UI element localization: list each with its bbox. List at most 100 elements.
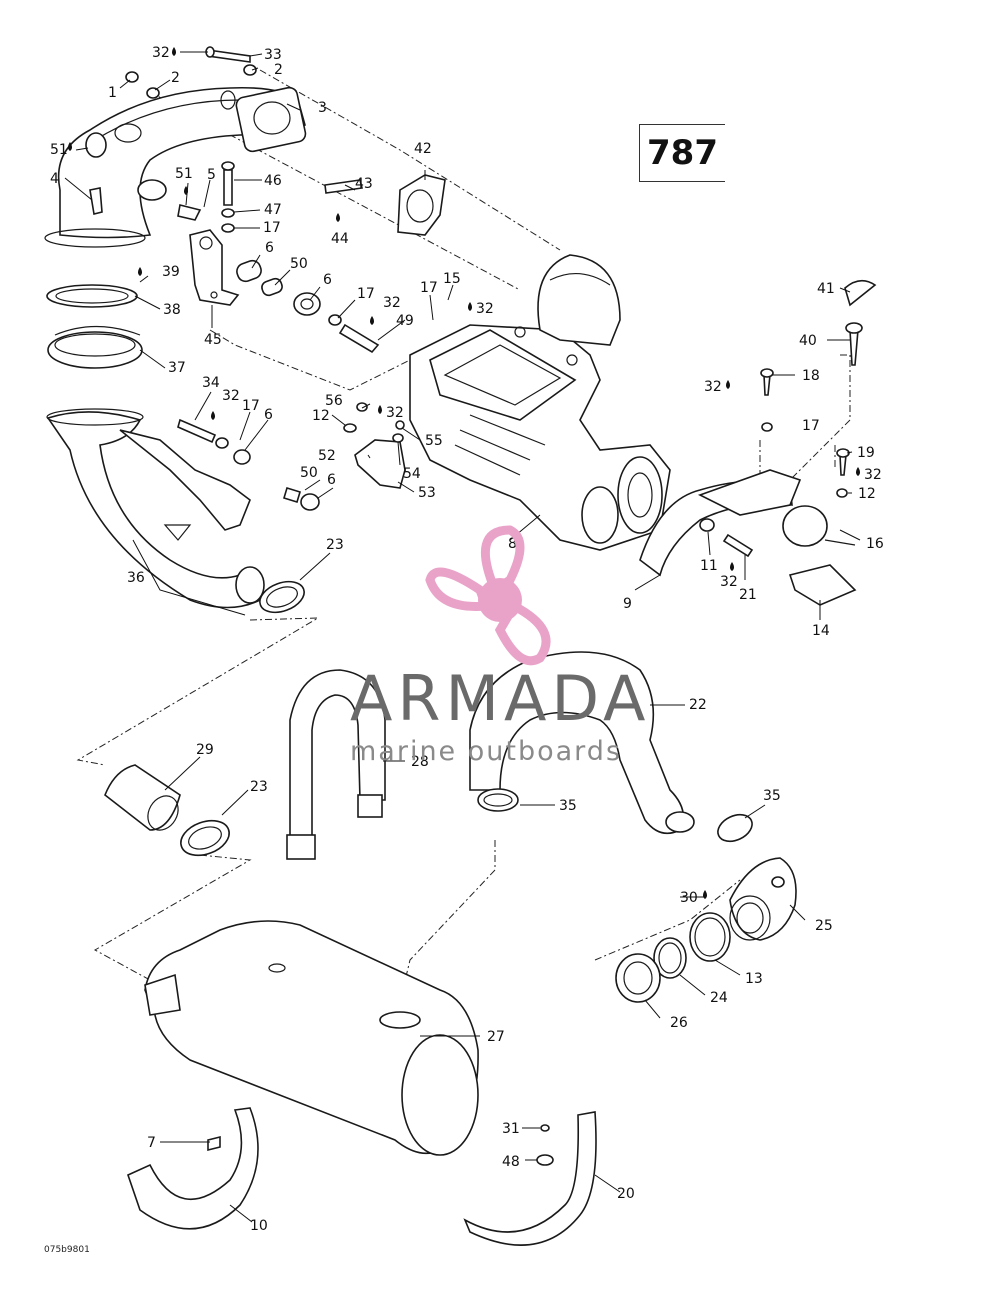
callout-labels: 1 2 2 3 4 5 6 6 6 6 7 8 9 10 11 12 12 13…: [50, 45, 884, 1234]
drop-icon: [138, 267, 142, 276]
callout-6: 6: [327, 472, 336, 488]
exhaust-hardware-34-area: [177, 418, 320, 511]
bracket-45: [189, 229, 240, 306]
engine-block: [409, 254, 671, 551]
drop-icon: [370, 316, 374, 325]
callout-51: 51: [50, 142, 68, 158]
callout-43: 43: [355, 176, 373, 192]
drop-icon: [468, 302, 472, 311]
callout-32: 32: [386, 405, 404, 421]
callout-53: 53: [418, 485, 436, 501]
callout-41: 41: [817, 281, 835, 297]
outlet-25: [729, 857, 797, 941]
callout-36: 36: [127, 570, 145, 586]
callout-21: 21: [739, 587, 757, 603]
drop-icon: [211, 411, 215, 420]
callout-2: 2: [171, 70, 180, 86]
callout-32: 32: [476, 301, 494, 317]
drop-icon: [172, 47, 176, 56]
clamps-35: [477, 788, 753, 843]
exhaust-elbow-36: [46, 408, 265, 609]
callout-7: 7: [147, 1135, 156, 1151]
callout-44: 44: [331, 231, 349, 247]
callout-49: 49: [396, 313, 414, 329]
callout-35: 35: [763, 788, 781, 804]
callout-32: 32: [720, 574, 738, 590]
diagram-number: 787: [639, 124, 725, 182]
callout-17: 17: [357, 286, 375, 302]
flange-42: [397, 174, 446, 236]
callout-33: 33: [264, 47, 282, 63]
sealant-drop-icons: [68, 47, 860, 899]
callout-29: 29: [196, 742, 214, 758]
callout-40: 40: [799, 333, 817, 349]
callout-47: 47: [264, 202, 282, 218]
callout-23: 23: [326, 537, 344, 553]
drop-icon: [378, 405, 382, 414]
callout-24: 24: [710, 990, 728, 1006]
callout-37: 37: [168, 360, 186, 376]
drop-icon: [730, 562, 734, 571]
callout-46: 46: [264, 173, 282, 189]
callout-11: 11: [700, 558, 718, 574]
callout-51: 51: [175, 166, 193, 182]
callout-52: 52: [318, 448, 336, 464]
muffler-27: [144, 920, 479, 1156]
callout-4: 4: [50, 171, 59, 187]
callout-5: 5: [207, 167, 216, 183]
callout-17: 17: [263, 220, 281, 236]
callout-34: 34: [202, 375, 220, 391]
callout-42: 42: [414, 141, 432, 157]
callout-55: 55: [425, 433, 443, 449]
callout-50: 50: [300, 465, 318, 481]
heat-shield-9: [639, 469, 802, 577]
callout-22: 22: [689, 697, 707, 713]
callout-32: 32: [704, 379, 722, 395]
right-hardware: [760, 279, 877, 498]
clamp-23-upper: [259, 580, 305, 614]
sleeve-29: [104, 764, 181, 831]
callout-32: 32: [222, 388, 240, 404]
clamp-ring-37: [47, 325, 143, 369]
callout-30: 30: [680, 890, 698, 906]
callout-18: 18: [802, 368, 820, 384]
drop-icon: [703, 890, 707, 899]
leader-lines: [64, 51, 861, 1223]
callout-27: 27: [487, 1029, 505, 1045]
strap-10: [127, 1107, 259, 1230]
callout-48: 48: [502, 1154, 520, 1170]
callout-1: 1: [108, 85, 117, 101]
callout-13: 13: [745, 971, 763, 987]
callout-39: 39: [162, 264, 180, 280]
callout-17: 17: [420, 280, 438, 296]
strap-20: [463, 1111, 597, 1246]
callout-9: 9: [623, 596, 632, 612]
gasket-24: [653, 937, 687, 979]
callout-20: 20: [617, 1186, 635, 1202]
callout-6: 6: [265, 240, 274, 256]
callout-38: 38: [163, 302, 181, 318]
callout-32: 32: [383, 295, 401, 311]
callout-8: 8: [508, 536, 517, 552]
drop-icon: [856, 467, 860, 476]
callout-54: 54: [403, 466, 421, 482]
callout-19: 19: [857, 445, 875, 461]
hose-28: [286, 669, 386, 860]
callout-6: 6: [323, 272, 332, 288]
callout-28: 28: [411, 754, 429, 770]
drop-icon: [336, 213, 340, 222]
callout-16: 16: [866, 536, 884, 552]
callout-35: 35: [559, 798, 577, 814]
resonator-16: [782, 505, 857, 606]
upper-hardware: [89, 46, 380, 354]
assembly-center-lines: [76, 69, 851, 1011]
callout-6: 6: [264, 407, 273, 423]
gasket-13: [689, 912, 731, 962]
exhaust-manifold: [44, 86, 307, 248]
callout-50: 50: [290, 256, 308, 272]
callout-26: 26: [670, 1015, 688, 1031]
drop-icon: [184, 186, 188, 195]
clamp-23-lower: [180, 819, 230, 857]
callout-10: 10: [250, 1218, 268, 1234]
